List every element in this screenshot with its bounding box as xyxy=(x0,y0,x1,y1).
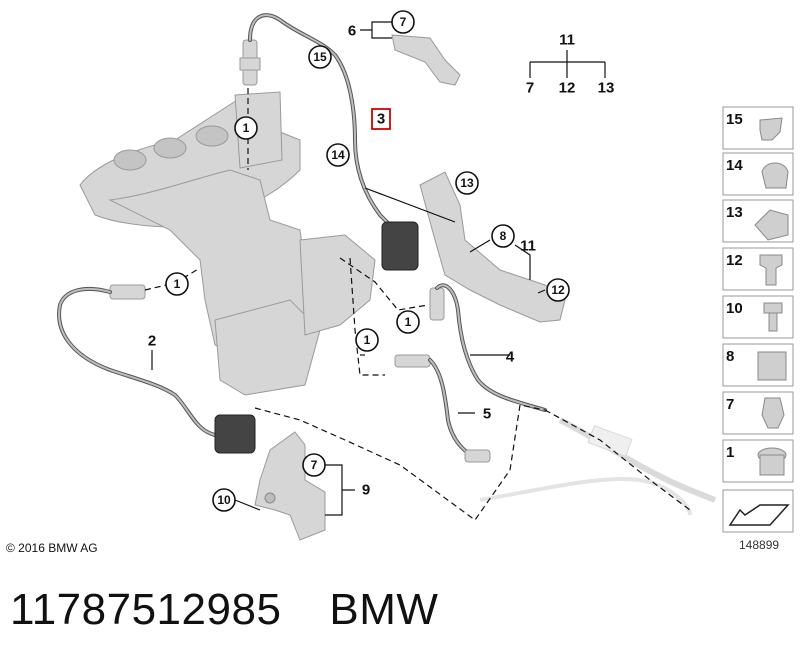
svg-text:12: 12 xyxy=(726,252,743,269)
label-2: 2 xyxy=(148,333,156,350)
holder-part-6 xyxy=(391,34,461,86)
panel-item-installation-note xyxy=(722,489,794,533)
copyright-notice: © 2016 BMW AG xyxy=(6,541,98,555)
oxygen-sensor-5 xyxy=(394,354,491,463)
panel-item-1: 1 xyxy=(722,439,794,483)
label-11-top: 11 xyxy=(559,32,575,49)
callout-8: 8 xyxy=(491,224,515,248)
svg-text:13: 13 xyxy=(726,204,743,221)
svg-text:10: 10 xyxy=(726,300,743,317)
dashed-leaders xyxy=(144,88,691,521)
sensor-bracket xyxy=(419,171,566,323)
svg-text:1: 1 xyxy=(726,444,734,461)
svg-text:1: 1 xyxy=(174,277,181,291)
svg-text:15: 15 xyxy=(313,50,327,64)
callout-7-bottom: 7 xyxy=(302,453,326,477)
callout-12: 12 xyxy=(546,278,570,302)
label-9: 9 xyxy=(362,482,370,499)
label-11-child-7: 7 xyxy=(526,80,534,97)
callout-14: 14 xyxy=(326,143,350,167)
panel-item-7: 7 xyxy=(722,391,794,435)
svg-text:12: 12 xyxy=(551,283,565,297)
svg-text:15: 15 xyxy=(726,111,743,128)
label-5: 5 xyxy=(483,406,491,423)
svg-text:7: 7 xyxy=(400,15,407,29)
svg-text:10: 10 xyxy=(217,493,231,507)
svg-text:1: 1 xyxy=(364,333,371,347)
oxygen-sensor-4 xyxy=(429,283,547,412)
part-number: 11787512985 xyxy=(10,585,282,634)
panel-item-15: 15 xyxy=(722,106,794,150)
panel-item-14: 14 xyxy=(722,152,794,196)
diagram-reference-number: 148899 xyxy=(739,538,780,552)
svg-text:7: 7 xyxy=(311,458,318,472)
callout-10: 10 xyxy=(212,488,236,512)
exhaust-manifold-illustration xyxy=(79,91,376,396)
svg-text:7: 7 xyxy=(726,396,734,413)
highlighted-part-3[interactable]: 3 xyxy=(371,108,391,130)
label-6: 6 xyxy=(348,23,356,40)
callout-7-top: 7 xyxy=(391,10,415,34)
panel-item-13: 13 xyxy=(722,199,794,243)
svg-text:1: 1 xyxy=(405,315,412,329)
svg-text:8: 8 xyxy=(500,229,507,243)
label-4: 4 xyxy=(506,349,515,366)
svg-text:13: 13 xyxy=(460,176,474,190)
svg-text:14: 14 xyxy=(331,148,345,162)
leader-lines xyxy=(151,21,606,516)
svg-text:3: 3 xyxy=(377,111,385,128)
upper-oxygen-sensor xyxy=(239,13,419,271)
brand-name: BMW xyxy=(329,585,439,634)
cable-holder-9 xyxy=(254,431,326,541)
label-11-child-13: 13 xyxy=(598,80,615,97)
callout-15: 15 xyxy=(308,45,332,69)
callout-1-left: 1 xyxy=(165,272,189,296)
lower-left-oxygen-sensor xyxy=(57,284,256,454)
callout-13: 13 xyxy=(455,171,479,195)
part-caption: 11787512985 BMW xyxy=(10,585,486,635)
label-11-child-12: 12 xyxy=(559,80,576,97)
panel-item-12: 12 xyxy=(722,247,794,291)
svg-text:1: 1 xyxy=(243,121,250,135)
small-parts-panel: 15 14 13 12 10 8 xyxy=(722,106,794,533)
callout-1-sensor4: 1 xyxy=(396,310,420,334)
callout-1-manifold: 1 xyxy=(234,116,258,140)
svg-text:14: 14 xyxy=(726,157,743,174)
label-11-bracket: 11 xyxy=(520,238,536,255)
panel-item-8: 8 xyxy=(722,343,794,387)
panel-item-10: 10 xyxy=(722,295,794,339)
svg-text:8: 8 xyxy=(726,348,734,365)
callout-1-sensor5: 1 xyxy=(355,328,379,352)
wiring-harness xyxy=(479,417,717,516)
